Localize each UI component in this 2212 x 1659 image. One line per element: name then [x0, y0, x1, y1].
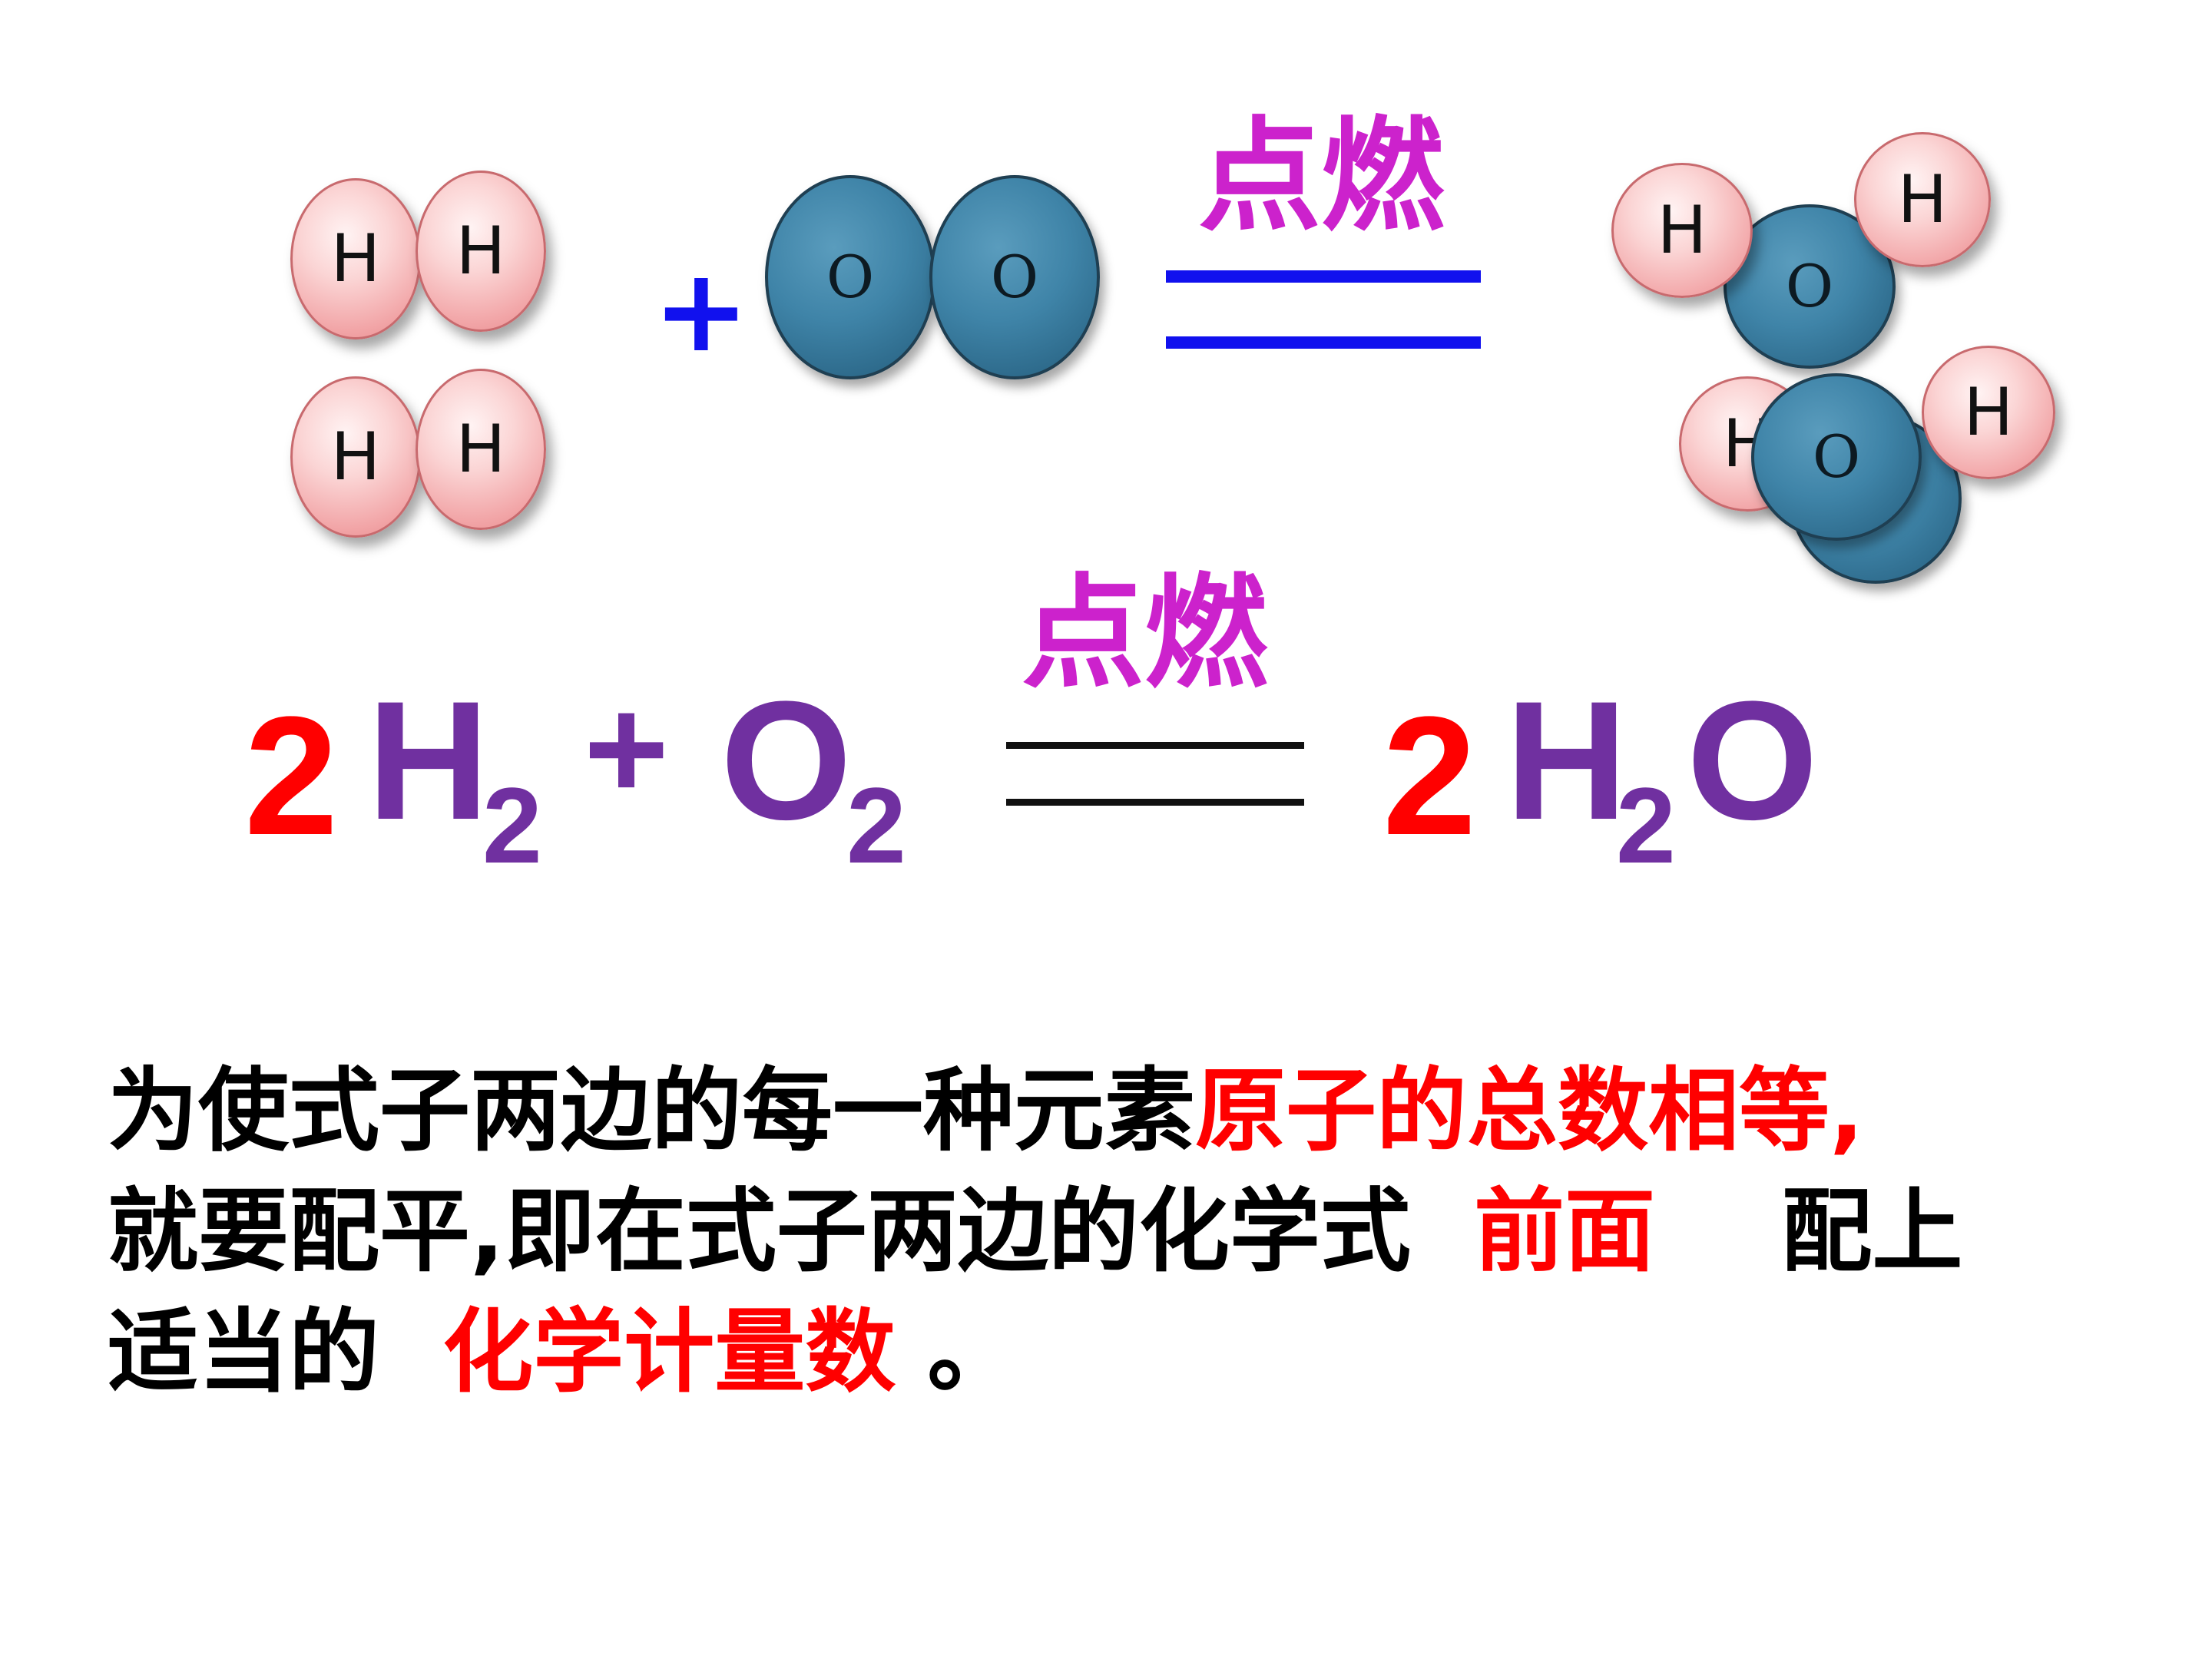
oxygen-atom: O — [765, 175, 935, 379]
double-bar-top-lower — [1166, 336, 1481, 349]
reaction-condition: 点燃 — [1022, 561, 1268, 705]
hydrogen-atom: H — [290, 178, 421, 339]
plus-sign: + — [653, 244, 750, 378]
plus-sign-equation: + — [584, 667, 669, 830]
formula-h2o-o-symbol: O — [1687, 666, 1819, 855]
formula-h2o-subscript: 2 — [1616, 765, 1676, 886]
double-bar-upper — [1006, 742, 1304, 749]
hydrogen-atom: H — [290, 376, 421, 538]
coefficient-h2: 2 — [244, 681, 339, 870]
explanation-line-1: 为使式子两边的每一种元素原子的总数相等, — [108, 1058, 1864, 1164]
reaction-condition-top: 点燃 — [1198, 104, 1445, 248]
explanation-line-3: 适当的 化学计量数 。 — [108, 1299, 1018, 1405]
double-bar-top-upper — [1166, 270, 1481, 283]
hydrogen-atom: H — [416, 171, 546, 332]
explanation-text: 为使式子两边的每一种元素原子的总数相等, 就要配平,即在式子两边的化学式 前面 … — [108, 1051, 2135, 1412]
formula-h2-subscript: 2 — [482, 765, 542, 886]
hydrogen-atom: H — [1922, 346, 2055, 479]
coefficient-h2o: 2 — [1382, 681, 1477, 870]
hydrogen-atom: H — [416, 369, 546, 530]
hydrogen-atom: H — [1854, 132, 1991, 267]
double-bar-lower — [1006, 799, 1304, 806]
oxygen-atom: O — [929, 175, 1100, 379]
formula-h2o-h-symbol: H — [1505, 666, 1628, 855]
formula-o2-subscript: 2 — [846, 765, 906, 886]
explanation-line-2: 就要配平,即在式子两边的化学式 前面 配上 — [108, 1178, 1963, 1284]
formula-o2-symbol: O — [720, 666, 853, 855]
formula-h2-symbol: H — [367, 666, 489, 855]
oxygen-atom: O — [1751, 373, 1922, 541]
hydrogen-atom: H — [1611, 163, 1753, 298]
